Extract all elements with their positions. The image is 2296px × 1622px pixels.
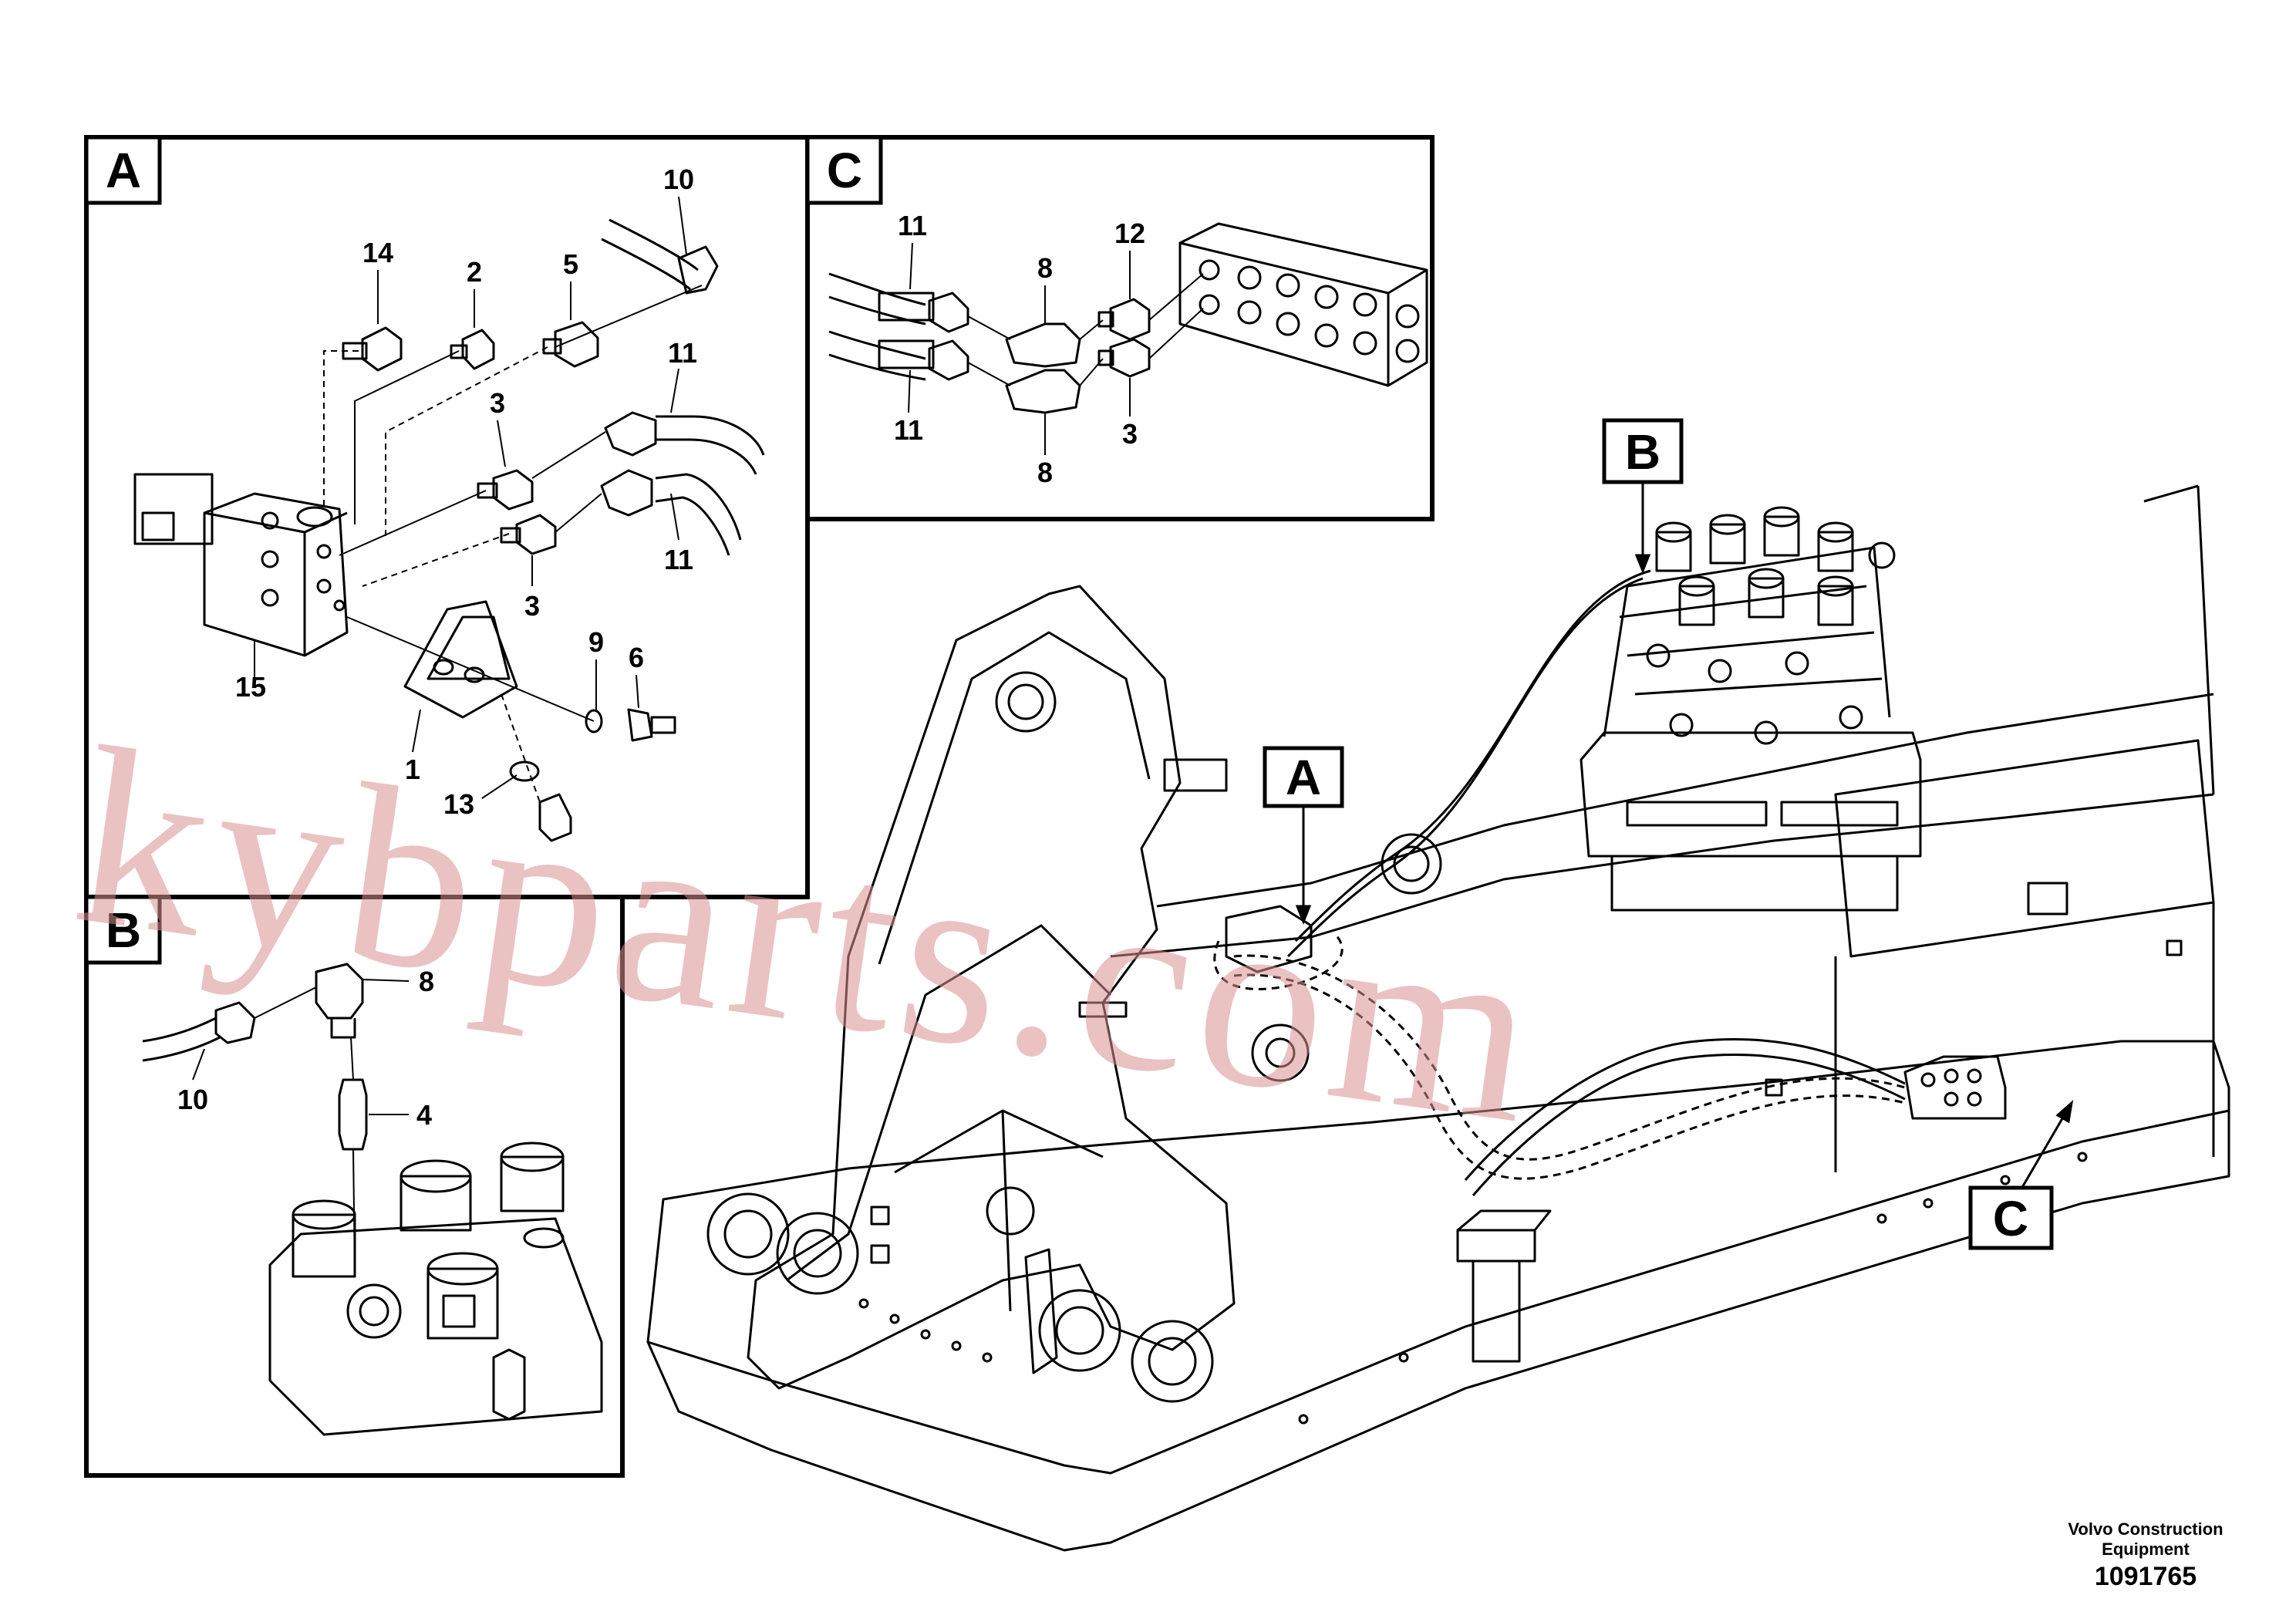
fitting-3-lower	[500, 514, 557, 555]
callout-3: 3	[1122, 418, 1138, 450]
detail-c-callouts: 11 8 12 11 8 3	[894, 210, 1145, 488]
svg-text:C: C	[1993, 1191, 2028, 1246]
callout-14: 14	[362, 237, 393, 268]
callout-2: 2	[467, 256, 482, 288]
detail-a-drawing	[133, 218, 765, 842]
callout-5: 5	[563, 248, 578, 280]
svg-text:B: B	[1625, 424, 1660, 480]
callout-10: 10	[663, 164, 694, 195]
callout-15: 15	[235, 671, 266, 703]
detail-c-connectors	[967, 273, 1204, 386]
detail-b-callouts: 8 10 4	[177, 966, 434, 1131]
detail-a-callouts: 14 2 5 10 11 3 11 3 15 9 6 1 13	[235, 164, 697, 820]
callout-11: 11	[668, 337, 697, 369]
main-label-b: B	[1602, 418, 1684, 484]
callout-6: 6	[629, 642, 644, 673]
fitting-3-upper	[477, 469, 534, 511]
callout-12: 12	[1114, 218, 1145, 249]
callout-9: 9	[588, 626, 604, 658]
brand-line-1: Volvo Construction	[2068, 1519, 2223, 1539]
main-assembly-view	[646, 484, 2230, 1552]
callout-3: 3	[490, 387, 505, 419]
detail-b-letter: B	[106, 902, 141, 958]
callout-3: 3	[524, 590, 540, 622]
detail-a-panel: A	[84, 135, 810, 899]
svg-text:A: A	[1286, 750, 1321, 805]
callout-1: 1	[405, 754, 420, 785]
brand-line-2: Equipment	[2102, 1539, 2190, 1559]
detail-c-letter: C	[827, 143, 862, 198]
callout-11: 11	[894, 414, 923, 446]
callout-4: 4	[416, 1099, 432, 1131]
detail-b-connectors	[254, 986, 356, 1273]
callout-11: 11	[664, 544, 693, 575]
main-label-c: C	[1968, 1185, 2054, 1250]
title-block: Volvo Construction Equipment 1091765	[2068, 1519, 2223, 1591]
drawing-number: 1091765	[2095, 1562, 2197, 1591]
detail-b-panel: B	[84, 895, 625, 1478]
detail-a-letter: A	[106, 143, 141, 198]
callout-10: 10	[177, 1084, 208, 1115]
callout-13: 13	[443, 788, 474, 820]
callout-8: 8	[1037, 457, 1053, 488]
detail-c-panel: C	[805, 135, 1435, 521]
main-label-a: A	[1263, 746, 1344, 808]
detail-c-drawing	[828, 222, 1428, 414]
fitting-2	[450, 329, 495, 370]
callout-8: 8	[419, 966, 434, 997]
detail-a-connectors	[323, 285, 703, 803]
callout-11: 11	[898, 210, 927, 241]
callout-8: 8	[1037, 252, 1053, 284]
fitting-5	[542, 321, 599, 368]
